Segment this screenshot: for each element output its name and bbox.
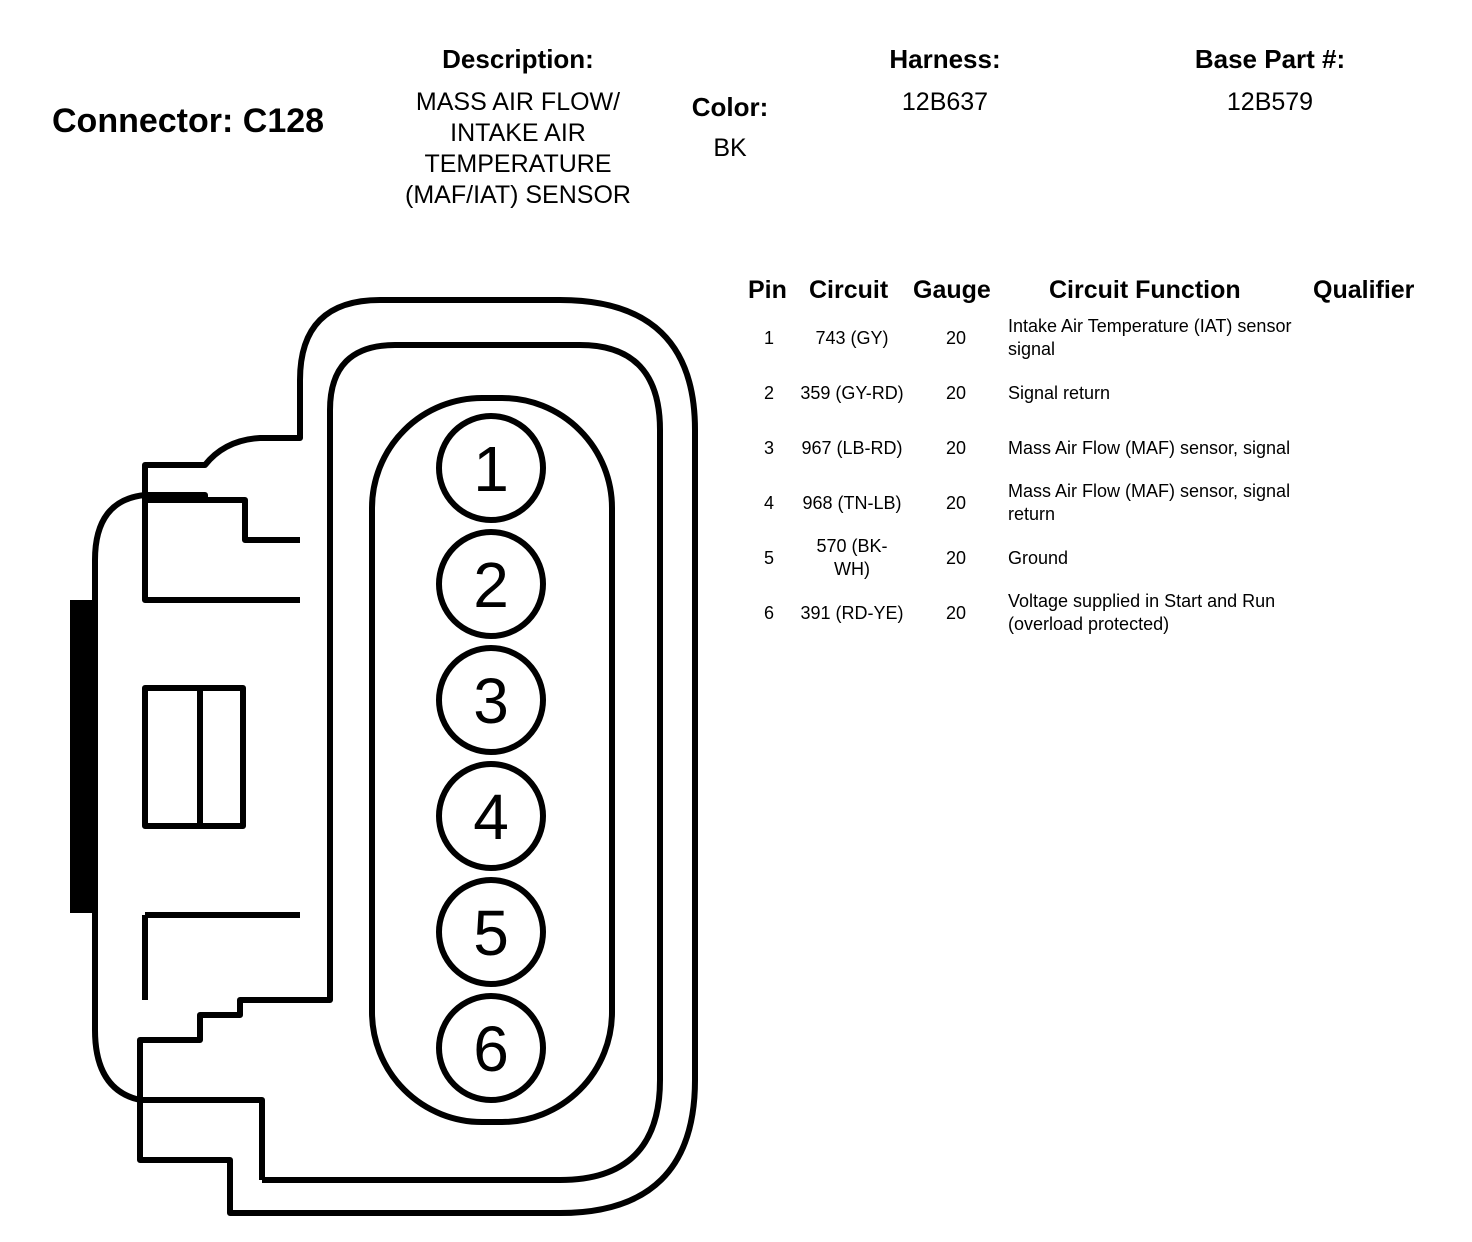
connector-outer-shell: [92, 297, 698, 1216]
qualifier-cell: [1308, 478, 1448, 528]
header-circuit-function: Circuit Function: [1049, 276, 1241, 304]
pin-circle: [436, 993, 546, 1103]
latch-feature: [145, 492, 300, 543]
pin-cavity: [369, 395, 615, 1125]
pin-label: 2: [473, 549, 509, 621]
connector-inner-wall: [137, 342, 663, 1183]
connector-face-diagram: 1 2 3 4 5 6: [70, 297, 698, 1216]
description-line: TEMPERATURE: [424, 150, 612, 178]
circuit-cell: 967 (LB-RD): [801, 437, 903, 458]
pin-circle: [436, 761, 546, 871]
pin-label: 6: [473, 1013, 509, 1085]
base-part-value: 12B579: [1226, 88, 1314, 116]
table-row: 1 743 (GY) 20 Intake Air Temperature (IA…: [0, 313, 1472, 363]
pin-array: [436, 413, 546, 1103]
keyway-block: [142, 685, 246, 829]
header-pin: Pin: [748, 276, 787, 304]
circuit-cell: 743 (GY): [815, 327, 889, 348]
circuit-cell: 570 (BK-WH): [816, 536, 888, 579]
pin-label: 5: [473, 897, 509, 969]
pin-cell: 3: [763, 437, 774, 458]
gauge-cell: 20: [945, 602, 967, 623]
pin-circle: [436, 529, 546, 639]
circuit-cell: 968 (TN-LB): [802, 492, 902, 513]
function-cell: Voltage supplied in Start and Run (overl…: [1008, 591, 1276, 634]
pin-label: 4: [473, 781, 509, 853]
latch-feature: [142, 912, 300, 1000]
description-label: Description:: [442, 44, 594, 74]
qualifier-cell: [1308, 423, 1448, 473]
qualifier-cell: [1308, 588, 1448, 638]
latch-feature: [142, 495, 300, 603]
connector-title: Connector: C128: [52, 102, 325, 140]
header-qualifier: Qualifier: [1313, 276, 1415, 304]
harness-block: Harness: 12B637: [850, 44, 1040, 118]
description-line: INTAKE AIR: [450, 119, 586, 147]
pin-circle: [436, 645, 546, 755]
function-cell: Ground: [1008, 547, 1069, 568]
qualifier-cell: [1308, 368, 1448, 418]
circuit-cell: 391 (RD-YE): [800, 602, 904, 623]
pin-circle: [436, 413, 546, 523]
pin-label: 1: [473, 433, 509, 505]
description-value: MASS AIR FLOW/ INTAKE AIR TEMPERATURE (M…: [378, 87, 658, 211]
pin-label: 3: [473, 665, 509, 737]
table-row: 6 391 (RD-YE) 20 Voltage supplied in Sta…: [0, 588, 1472, 638]
table-row: 4 968 (TN-LB) 20 Mass Air Flow (MAF) sen…: [0, 478, 1472, 528]
pin-cell: 5: [763, 547, 774, 568]
pin-cell: 2: [763, 382, 774, 403]
function-cell: Mass Air Flow (MAF) sensor, signal retur…: [1008, 481, 1291, 524]
harness-label: Harness:: [889, 44, 1001, 74]
gauge-cell: 20: [945, 382, 967, 403]
color-label: Color:: [691, 92, 769, 122]
header-circuit: Circuit: [809, 276, 889, 304]
description-line: MASS AIR FLOW/: [415, 88, 621, 116]
color-block: Color: BK: [680, 92, 780, 164]
table-row: 3 967 (LB-RD) 20 Mass Air Flow (MAF) sen…: [0, 423, 1472, 473]
table-row: 5 570 (BK-WH) 20 Ground: [0, 533, 1472, 583]
qualifier-cell: [1308, 313, 1448, 363]
gauge-cell: 20: [945, 327, 967, 348]
pin-cell: 1: [763, 327, 774, 348]
base-part-label: Base Part #:: [1194, 44, 1346, 74]
function-cell: Signal return: [1008, 382, 1111, 403]
pin-cell: 4: [763, 492, 774, 513]
description-block: Description: MASS AIR FLOW/ INTAKE AIR T…: [378, 44, 658, 211]
harness-value: 12B637: [901, 88, 989, 116]
base-part-block: Base Part #: 12B579: [1170, 44, 1370, 118]
qualifier-cell: [1308, 533, 1448, 583]
header-gauge: Gauge: [913, 276, 991, 304]
table-row: 2 359 (GY-RD) 20 Signal return: [0, 368, 1472, 418]
gauge-cell: 20: [945, 547, 967, 568]
pin-circle: [436, 877, 546, 987]
color-value: BK: [713, 134, 747, 162]
description-line: (MAF/IAT) SENSOR: [405, 181, 631, 209]
circuit-cell: 359 (GY-RD): [800, 382, 904, 403]
function-cell: Mass Air Flow (MAF) sensor, signal: [1008, 437, 1291, 458]
pin-cell: 6: [763, 602, 774, 623]
locking-tab: [70, 600, 98, 913]
function-cell: Intake Air Temperature (IAT) sensor sign…: [1008, 316, 1292, 359]
gauge-cell: 20: [945, 437, 967, 458]
gauge-cell: 20: [945, 492, 967, 513]
